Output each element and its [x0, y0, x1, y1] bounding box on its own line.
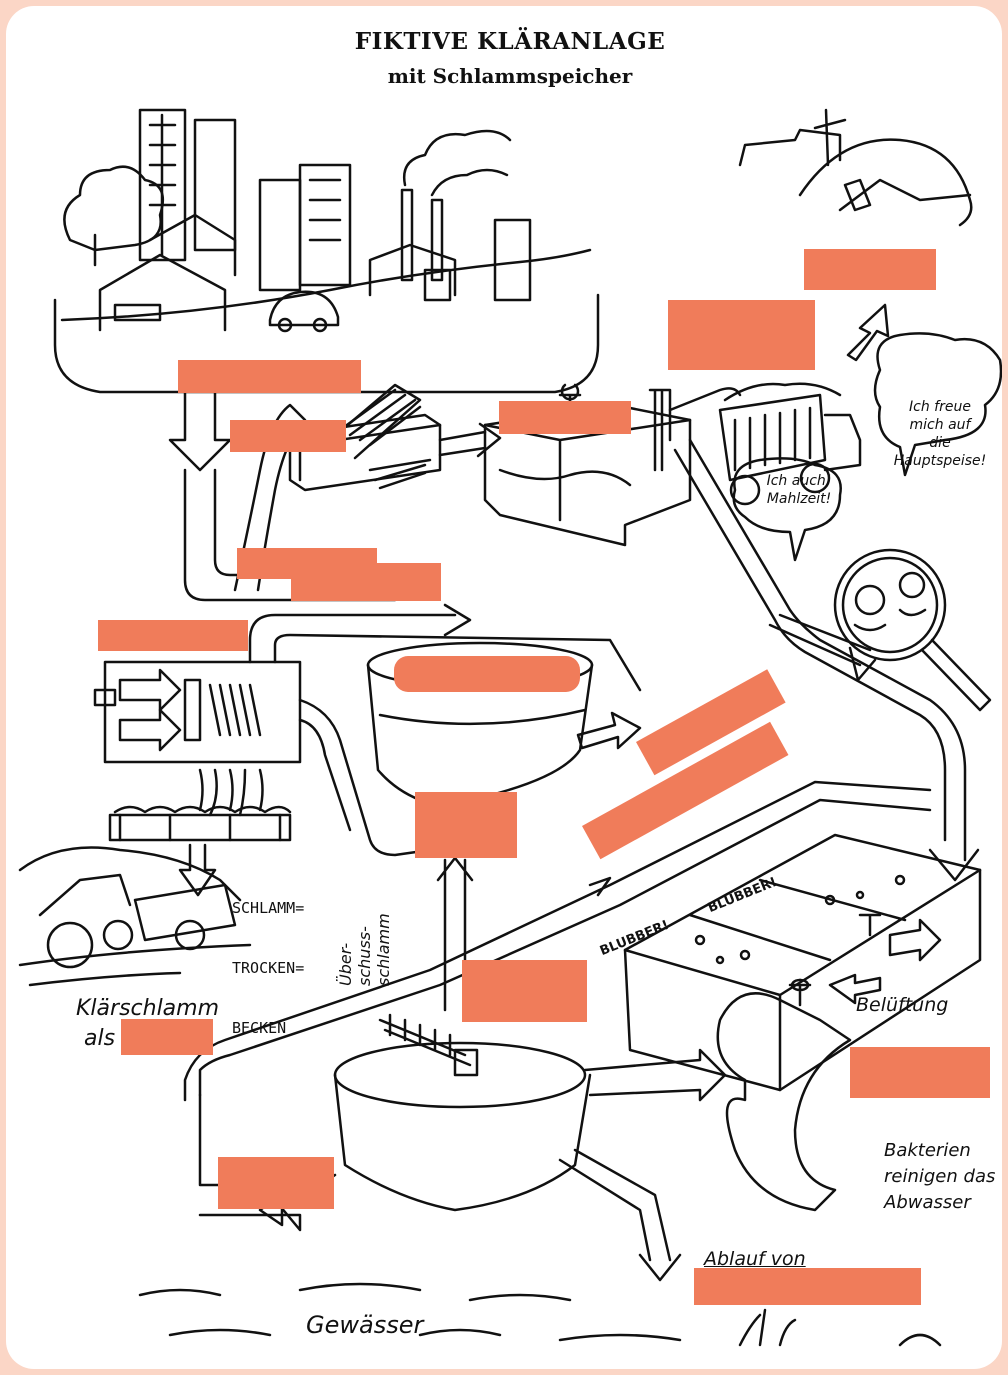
blank-box-city[interactable]: [178, 360, 361, 393]
blank-box-digester-bottom[interactable]: [415, 792, 517, 858]
secondary-clarifier: [333, 1013, 727, 1282]
blank-box-press[interactable]: [98, 620, 248, 651]
landfill-scene: [738, 108, 973, 227]
pipe-to-primary: [438, 422, 502, 458]
blank-box-landfill[interactable]: [804, 249, 936, 290]
speech-bubble-2: [732, 457, 842, 562]
bacteria-label: Bakterien reinigen das Abwasser: [884, 1140, 996, 1213]
sludge-truck: [718, 382, 862, 506]
speech-text-bacterium2: Ich auch! Mahlzeit!: [766, 473, 832, 507]
drying-bed-label: SCHLAMM= TROCKEN= BECKEN: [232, 899, 305, 1037]
diagram-frame: FIKTIVE KLÄRANLAGE mit Schlammspeicher I…: [6, 6, 1002, 1369]
outflow-label: Ablauf von: [704, 1248, 806, 1270]
blank-box-sludge-use[interactable]: [121, 1019, 213, 1055]
page-title: FIKTIVE KLÄRANLAGE: [354, 28, 666, 55]
blank-box-truck[interactable]: [668, 300, 815, 370]
blank-box-screen[interactable]: [291, 563, 441, 601]
page-subtitle: mit Schlammspeicher: [387, 64, 633, 88]
blank-box-digester-top[interactable]: [394, 656, 580, 692]
blank-box-primary-tank[interactable]: [499, 401, 631, 434]
pipe-to-aeration: [673, 438, 980, 882]
blank-box-outflow[interactable]: [694, 1268, 921, 1305]
arrow-digester-out: [576, 711, 642, 750]
sewage-sludge-label-line1: Klärschlamm: [76, 996, 220, 1021]
pipe-press-digester: [298, 698, 432, 857]
blank-box-aeration-basin[interactable]: [850, 1047, 990, 1098]
drying-bed: [108, 805, 292, 897]
arrow-to-landfill: [846, 303, 890, 362]
magnifier: [833, 548, 992, 712]
bacteria-zoom: [716, 992, 852, 1212]
blank-box-clarifier[interactable]: [218, 1157, 334, 1209]
blank-box-inflow[interactable]: [230, 420, 346, 452]
sludge-press: [93, 660, 302, 817]
wastewater-plant-illustration: [18, 108, 1002, 1347]
city-scene: [53, 108, 600, 394]
speech-text-bacterium1: Ich freue mich auf die Hauptspeise!: [893, 399, 987, 469]
excess-sludge-label: Über- schuss- schlamm: [336, 913, 393, 986]
water-body-label: Gewässer: [306, 1311, 424, 1339]
aeration-label: Belüftung: [856, 994, 949, 1016]
water-body: [138, 1282, 942, 1347]
primary-settling-tank: [483, 383, 742, 547]
speech-bubble-1: [873, 332, 1002, 477]
sewage-sludge-label-line2: als: [84, 1026, 116, 1051]
blank-box-return-pipe[interactable]: [462, 960, 587, 1022]
arrow-right-1: [443, 603, 472, 637]
screw-lift: [233, 403, 307, 592]
aeration-basin: [623, 833, 982, 1092]
tractor-scene: [18, 846, 252, 987]
press-return-pipe: [248, 613, 642, 692]
